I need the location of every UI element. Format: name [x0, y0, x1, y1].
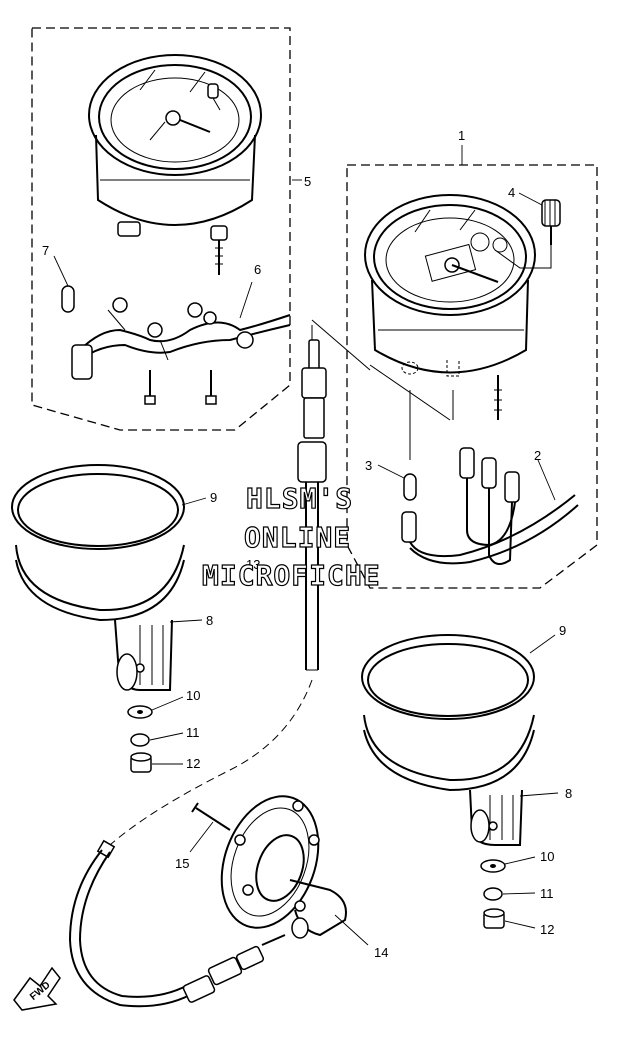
meter-bracket-left — [11, 464, 207, 691]
callout-12-left: 12 — [186, 756, 200, 771]
speedometer-meter — [364, 194, 536, 420]
speedometer-cable-13 — [109, 319, 371, 846]
callout-7: 7 — [42, 243, 49, 258]
assembly-box-5 — [31, 27, 302, 431]
callout-11-right: 11 — [540, 886, 554, 901]
callout-8-left: 8 — [206, 613, 213, 628]
reset-knob-4 — [494, 192, 561, 269]
callout-2: 2 — [534, 448, 541, 463]
wire-harness-6 — [71, 281, 291, 380]
bulb-3 — [369, 364, 454, 501]
callout-1: 1 — [458, 128, 465, 143]
speedometer-gear-unit-14 — [220, 795, 369, 946]
callout-15: 15 — [175, 856, 189, 871]
callout-10-left: 10 — [186, 688, 200, 703]
callout-13: 13 — [246, 557, 260, 572]
lower-cable — [68, 839, 286, 1008]
tachometer-meter — [88, 54, 262, 275]
bulb-7 — [53, 255, 75, 313]
callout-labels: 1 2 3 4 5 6 7 8 8 9 9 10 10 11 11 12 12 … — [42, 128, 572, 960]
callout-10-right: 10 — [540, 849, 554, 864]
callout-14: 14 — [374, 945, 388, 960]
watermark-line-1: HLSM'S — [246, 482, 353, 515]
hardware-left — [127, 696, 184, 773]
meter-bracket-right — [361, 634, 559, 846]
screws-tacho — [144, 370, 217, 405]
hardware-right — [480, 856, 536, 929]
callout-5: 5 — [304, 174, 311, 189]
assembly-box-1 — [346, 145, 598, 589]
watermark-line-2: ONLINE — [244, 521, 351, 554]
callout-11-left: 11 — [186, 725, 200, 740]
watermark-line-3: MICROFICHE — [202, 559, 381, 592]
callout-4: 4 — [508, 185, 515, 200]
fwd-arrow-icon: FWD — [13, 966, 61, 1011]
callout-9-right: 9 — [559, 623, 566, 638]
callout-9-left: 9 — [210, 490, 217, 505]
watermark: HLSM'S ONLINE MICROFICHE — [201, 481, 381, 592]
callout-3: 3 — [365, 458, 372, 473]
wire-harness-2 — [401, 447, 579, 565]
callout-6: 6 — [254, 262, 261, 277]
callout-8-right: 8 — [565, 786, 572, 801]
callout-12-right: 12 — [540, 922, 554, 937]
pin-15 — [189, 802, 231, 853]
